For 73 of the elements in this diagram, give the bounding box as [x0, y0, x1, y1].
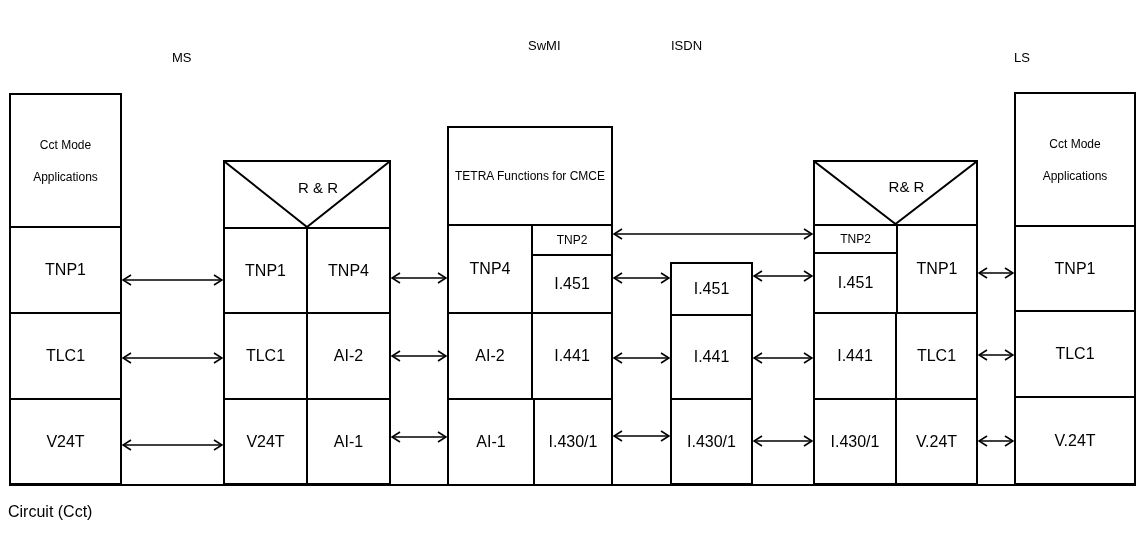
double-arrow	[613, 430, 670, 442]
layer-label: TNP2	[555, 232, 589, 249]
double-arrow	[978, 435, 1014, 447]
layer-label: TNP2	[839, 231, 872, 248]
layer-label: TNP1	[244, 260, 287, 281]
layer-label: I.430/1	[547, 432, 599, 452]
double-arrow	[753, 270, 813, 282]
column-heading: LS	[1014, 49, 1030, 67]
layer-label: TLC1	[1054, 344, 1096, 364]
layer-box	[1014, 225, 1136, 312]
layer-box	[670, 314, 753, 400]
caption-note: Circuit (Cct)	[8, 502, 93, 522]
layer-label: I.451	[692, 279, 731, 299]
layer-label: I.451	[836, 273, 875, 293]
layer-label: I.441	[692, 347, 731, 367]
double-arrow	[613, 228, 813, 240]
layer-box	[1014, 310, 1136, 398]
layer-label: I.430/1	[829, 431, 881, 452]
layer-label: TNP4	[468, 259, 512, 279]
layer-label: AI-1	[475, 432, 507, 452]
layer-label: Cct Mode Applications	[32, 136, 99, 186]
column-heading: SwMI	[528, 37, 561, 55]
double-arrow	[122, 352, 223, 364]
layer-label: TETRA Functions for CMCE	[453, 168, 606, 185]
double-arrow	[391, 431, 447, 443]
double-arrow	[613, 272, 670, 284]
layer-box	[670, 262, 753, 316]
layer-label: I.451	[553, 274, 591, 294]
layer-box	[9, 312, 122, 400]
double-arrow	[753, 352, 813, 364]
layer-label: AI-2	[332, 346, 365, 366]
layer-label: I.441	[836, 346, 874, 366]
layer-label: V24T	[45, 431, 86, 452]
layer-label: I.441	[553, 346, 591, 366]
layer-label: V24T	[245, 431, 286, 452]
layer-label: TLC1	[244, 346, 287, 366]
double-arrow	[753, 435, 813, 447]
layer-box	[1014, 396, 1136, 485]
layer-label: Cct Mode Applications	[1041, 135, 1109, 185]
layer-label: TNP4	[327, 260, 370, 281]
layer-label: TNP1	[1053, 258, 1097, 279]
layer-label: TLC1	[44, 346, 87, 366]
layer-label: AI-1	[332, 431, 365, 452]
double-arrow	[978, 349, 1014, 361]
double-arrow	[978, 267, 1014, 279]
layer-label: V.24T	[1053, 430, 1097, 451]
layer-label: TNP1	[915, 259, 959, 279]
layer-label: TNP1	[44, 260, 87, 280]
layer-box	[670, 398, 753, 485]
layer-label: R & R	[297, 178, 339, 199]
layer-box	[895, 398, 978, 485]
column-heading: ISDN	[671, 37, 703, 55]
layer-label: R& R	[887, 176, 926, 197]
column-heading: MS	[172, 49, 192, 67]
layer-box	[1014, 92, 1136, 227]
double-arrow	[391, 350, 447, 362]
layer-box	[447, 126, 613, 226]
relay-box	[813, 160, 978, 226]
layer-label: V.24T	[914, 431, 959, 452]
layer-box	[9, 398, 122, 485]
layer-box	[223, 398, 308, 485]
double-arrow	[391, 272, 447, 284]
layer-box	[306, 398, 391, 485]
layer-box	[813, 398, 897, 485]
double-arrow	[122, 274, 223, 286]
layer-box	[9, 93, 122, 228]
layer-label: I.430/1	[686, 431, 737, 452]
layer-box	[9, 226, 122, 314]
double-arrow	[613, 352, 670, 364]
relay-box	[223, 160, 391, 229]
layer-label: AI-2	[474, 346, 506, 366]
double-arrow	[122, 439, 223, 451]
layer-label: TLC1	[915, 346, 958, 366]
